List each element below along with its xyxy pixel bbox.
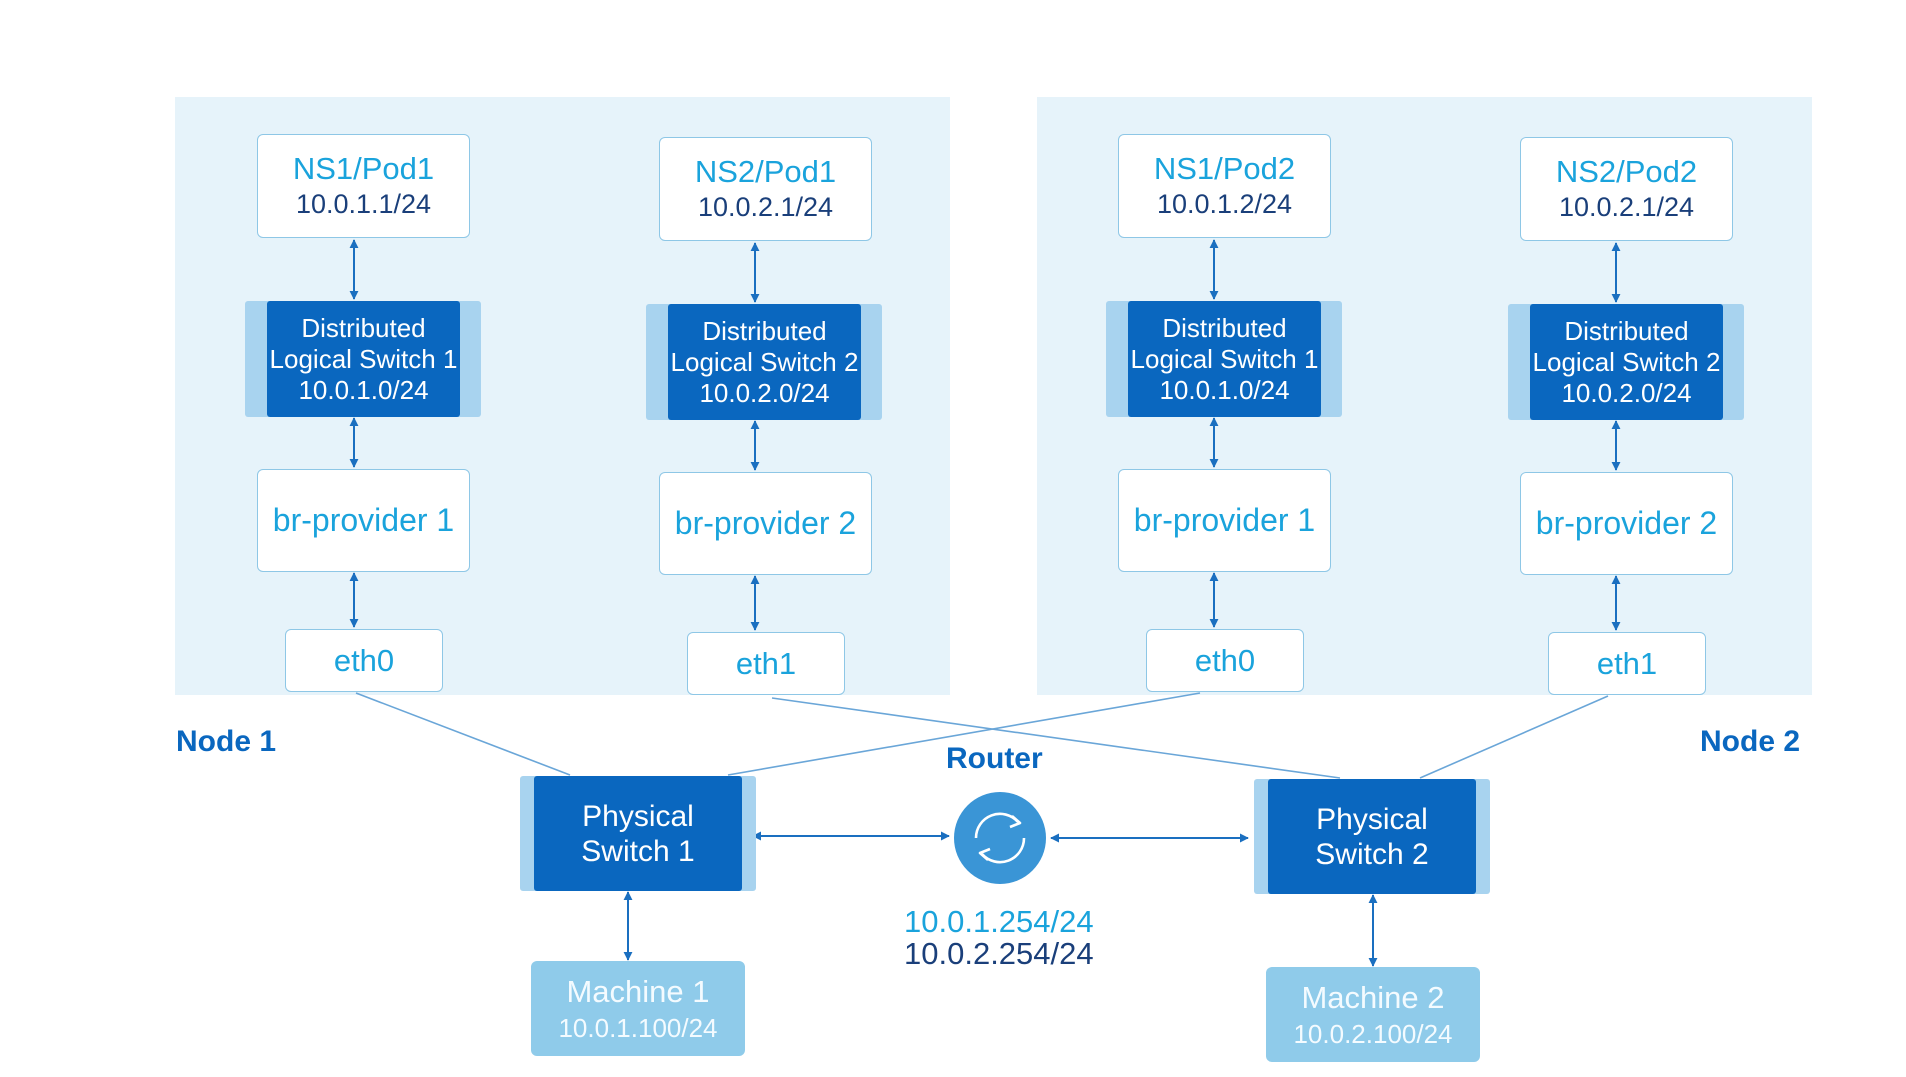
eth-label: eth0 bbox=[333, 642, 395, 678]
node1-pod-ns1-pod1[interactable]: NS1/Pod1 10.0.1.1/24 bbox=[257, 134, 470, 238]
eth-label: eth1 bbox=[735, 645, 797, 681]
node1-pod-ns2-pod1[interactable]: NS2/Pod1 10.0.2.1/24 bbox=[659, 137, 872, 241]
br-provider-label: br-provider 2 bbox=[674, 505, 857, 541]
pod-name: NS2/Pod2 bbox=[1555, 154, 1698, 189]
link-n2-eth0-ps1 bbox=[727, 692, 1201, 776]
node2-distributed-logical-switch-2[interactable]: Distributed Logical Switch 2 10.0.2.0/24 bbox=[1530, 304, 1723, 420]
physical-switch-1[interactable]: Physical Switch 1 bbox=[534, 776, 742, 891]
node1-distributed-logical-switch-1[interactable]: Distributed Logical Switch 1 10.0.1.0/24 bbox=[267, 301, 460, 417]
dls-line3: 10.0.1.0/24 bbox=[298, 374, 429, 405]
eth-label: eth0 bbox=[1194, 642, 1256, 678]
node-2-label: Node 2 bbox=[1700, 725, 1801, 758]
ps-line2: Switch 2 bbox=[1315, 837, 1429, 871]
pod-name: NS1/Pod2 bbox=[1153, 151, 1296, 186]
pod-name: NS1/Pod1 bbox=[292, 151, 435, 186]
link-n1-eth1-ps2 bbox=[771, 697, 1341, 779]
ps-line1: Physical bbox=[1316, 802, 1428, 836]
node2-br-provider-1[interactable]: br-provider 1 bbox=[1118, 469, 1331, 572]
node2-distributed-logical-switch-1[interactable]: Distributed Logical Switch 1 10.0.1.0/24 bbox=[1128, 301, 1321, 417]
router-sync-icon[interactable] bbox=[954, 792, 1046, 884]
machine-name: Machine 1 bbox=[566, 973, 710, 1009]
machine-ip: 10.0.2.100/24 bbox=[1293, 1018, 1453, 1049]
dls-line1: Distributed bbox=[301, 312, 426, 343]
pod-ip: 10.0.1.1/24 bbox=[295, 189, 432, 219]
br-provider-label: br-provider 1 bbox=[272, 502, 455, 538]
link-n1-eth0-ps1 bbox=[355, 692, 571, 776]
dls-line1: Distributed bbox=[1564, 315, 1689, 346]
br-provider-label: br-provider 1 bbox=[1133, 502, 1316, 538]
br-provider-label: br-provider 2 bbox=[1535, 505, 1718, 541]
machine-2[interactable]: Machine 2 10.0.2.100/24 bbox=[1266, 967, 1480, 1062]
dls-line2: Logical Switch 2 bbox=[1532, 346, 1721, 377]
node2-br-provider-2[interactable]: br-provider 2 bbox=[1520, 472, 1733, 575]
node1-br-provider-1[interactable]: br-provider 1 bbox=[257, 469, 470, 572]
node-1-label: Node 1 bbox=[176, 725, 277, 758]
node2-pod-ns2-pod2[interactable]: NS2/Pod2 10.0.2.1/24 bbox=[1520, 137, 1733, 241]
dls-line2: Logical Switch 2 bbox=[670, 346, 859, 377]
eth-label: eth1 bbox=[1596, 645, 1658, 681]
node2-pod-ns1-pod2[interactable]: NS1/Pod2 10.0.1.2/24 bbox=[1118, 134, 1331, 238]
dls-line1: Distributed bbox=[1162, 312, 1287, 343]
physical-switch-2[interactable]: Physical Switch 2 bbox=[1268, 779, 1476, 894]
dls-line2: Logical Switch 1 bbox=[1130, 343, 1319, 374]
dls-line1: Distributed bbox=[702, 315, 827, 346]
machine-1[interactable]: Machine 1 10.0.1.100/24 bbox=[531, 961, 745, 1056]
link-n2-eth1-ps2 bbox=[1419, 695, 1609, 779]
node1-eth0[interactable]: eth0 bbox=[285, 629, 443, 692]
router-ip-2: 10.0.2.254/24 bbox=[904, 936, 1094, 971]
router-label: Router bbox=[946, 742, 1043, 775]
node2-eth0[interactable]: eth0 bbox=[1146, 629, 1304, 692]
pod-ip: 10.0.1.2/24 bbox=[1156, 189, 1293, 219]
node2-eth1[interactable]: eth1 bbox=[1548, 632, 1706, 695]
node1-distributed-logical-switch-2[interactable]: Distributed Logical Switch 2 10.0.2.0/24 bbox=[668, 304, 861, 420]
ps-line2: Switch 1 bbox=[581, 834, 695, 868]
router-ip-1: 10.0.1.254/24 bbox=[904, 904, 1094, 939]
dls-line3: 10.0.2.0/24 bbox=[1561, 377, 1692, 408]
node1-eth1[interactable]: eth1 bbox=[687, 632, 845, 695]
ps-line1: Physical bbox=[582, 799, 694, 833]
dls-line3: 10.0.2.0/24 bbox=[699, 377, 830, 408]
machine-name: Machine 2 bbox=[1301, 979, 1445, 1015]
machine-ip: 10.0.1.100/24 bbox=[558, 1012, 718, 1043]
pod-name: NS2/Pod1 bbox=[694, 154, 837, 189]
dls-line3: 10.0.1.0/24 bbox=[1159, 374, 1290, 405]
pod-ip: 10.0.2.1/24 bbox=[1558, 192, 1695, 222]
dls-line2: Logical Switch 1 bbox=[269, 343, 458, 374]
pod-ip: 10.0.2.1/24 bbox=[697, 192, 834, 222]
node1-br-provider-2[interactable]: br-provider 2 bbox=[659, 472, 872, 575]
